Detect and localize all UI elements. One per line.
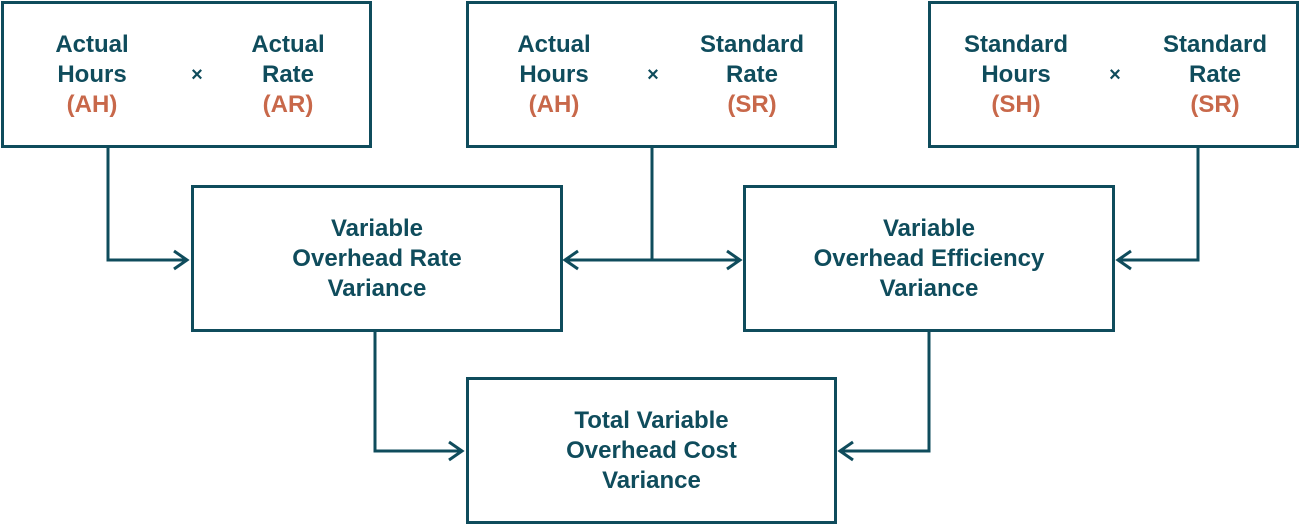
actual-rate-term: Actual Rate (AR) xyxy=(208,30,368,120)
standard-hours-term: Standard Hours (SH) xyxy=(936,30,1096,120)
term-abbreviation: (SR) xyxy=(1190,91,1240,118)
term-word: Standard xyxy=(699,31,804,58)
total-variance-box: Total Variable Overhead Cost Variance xyxy=(466,377,837,524)
term-word: Standard xyxy=(963,31,1068,58)
standard-rate-term: Standard Rate (SR) xyxy=(672,30,832,120)
label-line: Overhead Rate xyxy=(292,245,462,272)
arrowhead xyxy=(726,249,743,271)
term-word: Rate xyxy=(1188,61,1242,88)
term-abbreviation: (AH) xyxy=(66,91,118,118)
label-line: Overhead Efficiency xyxy=(813,245,1045,272)
label-line: Variance xyxy=(602,467,701,494)
label-line: Overhead Cost xyxy=(566,437,737,464)
label-line: Total Variable xyxy=(574,407,729,434)
arrowhead xyxy=(448,440,465,462)
actual-hours-times-standard-rate-box: Actual Hours (AH) × Standard Rate (SR) xyxy=(466,1,837,148)
connector-rate-to-total xyxy=(373,331,461,453)
arrowhead xyxy=(562,249,579,271)
term-abbreviation: (AR) xyxy=(262,91,314,118)
label-line: Variance xyxy=(879,275,979,302)
term-word: Actual xyxy=(517,31,591,58)
actual-hours-term: Actual Hours (AH) xyxy=(12,30,172,120)
multiply-operator: × xyxy=(1109,64,1121,86)
label-line: Variable xyxy=(882,215,976,242)
standard-hours-times-standard-rate-box: Standard Hours (SH) × Standard Rate (SR) xyxy=(928,1,1299,148)
connector-ah-ar-to-rate xyxy=(106,147,186,262)
term-abbreviation: (AH) xyxy=(528,91,580,118)
term-word: Rate xyxy=(725,61,779,88)
term-word: Hours xyxy=(981,61,1051,88)
term-word: Rate xyxy=(261,61,315,88)
rate-variance-box: Variable Overhead Rate Variance xyxy=(191,185,563,332)
actual-hours-times-actual-rate-box: Actual Hours (AH) × Actual Rate (AR) xyxy=(1,1,372,148)
arrowhead xyxy=(1115,249,1132,271)
term-word: Actual xyxy=(55,31,129,58)
multiply-operator: × xyxy=(191,64,203,86)
efficiency-variance-label: Variable Overhead Efficiency Variance xyxy=(746,214,1112,304)
total-variance-label: Total Variable Overhead Cost Variance xyxy=(469,406,834,496)
term-word: Actual xyxy=(251,31,325,58)
term-word: Hours xyxy=(57,61,127,88)
multiply-operator: × xyxy=(647,64,659,86)
term-word: Hours xyxy=(519,61,589,88)
standard-rate-term: Standard Rate (SR) xyxy=(1135,30,1295,120)
label-line: Variable xyxy=(330,215,424,242)
arrowhead xyxy=(173,249,190,271)
label-line: Variance xyxy=(327,275,427,302)
connector-sh-sr-to-efficiency xyxy=(1119,147,1200,262)
rate-variance-label: Variable Overhead Rate Variance xyxy=(194,214,560,304)
term-abbreviation: (SH) xyxy=(991,91,1041,118)
efficiency-variance-box: Variable Overhead Efficiency Variance xyxy=(743,185,1115,332)
connector-efficiency-to-total xyxy=(841,331,931,453)
arrowhead xyxy=(837,440,854,462)
term-word: Standard xyxy=(1162,31,1267,58)
actual-hours-term: Actual Hours (AH) xyxy=(474,30,634,120)
term-abbreviation: (SR) xyxy=(727,91,777,118)
